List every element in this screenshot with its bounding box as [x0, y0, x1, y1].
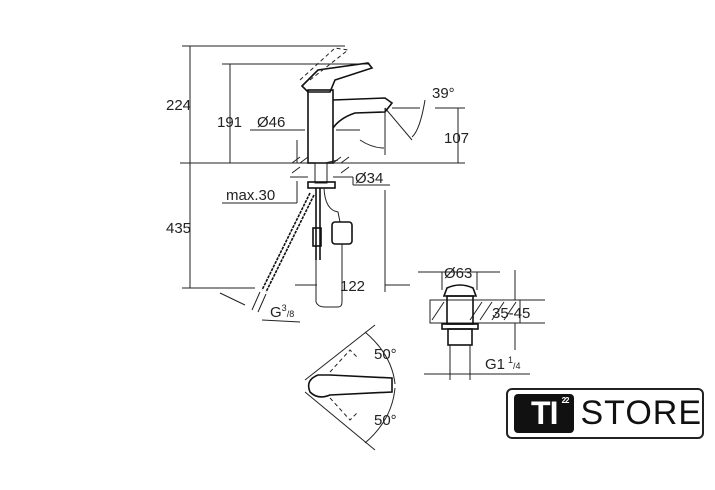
dim-reach: 122	[340, 278, 365, 295]
logo-store-text: STORE	[580, 394, 702, 432]
faucet-side-view	[251, 47, 394, 313]
logo-brand: TI	[531, 395, 558, 431]
dim-waste-diameter: Ø63	[444, 265, 472, 282]
dim-below-depth: 435	[166, 220, 191, 237]
dimension-lines	[180, 45, 545, 375]
dim-shank-diameter: Ø34	[355, 170, 383, 187]
dim-spout-angle: 39°	[432, 85, 455, 102]
dim-waste-thickness: 35-45	[492, 305, 530, 322]
logo-mark: TI 22	[514, 394, 575, 433]
dim-lever-angle-top: 50°	[374, 346, 397, 363]
dim-spout-height: 191	[217, 114, 242, 131]
dim-spout-clearance: 107	[444, 130, 469, 147]
dim-lever-angle-bottom: 50°	[374, 412, 397, 429]
dim-hose-thread: G3/8	[270, 303, 294, 321]
dim-max-thickness: max.30	[226, 187, 275, 204]
dim-body-diameter: Ø46	[257, 114, 285, 131]
logo-superscript: 22	[561, 396, 570, 405]
faucet-top-view	[304, 324, 396, 451]
dim-total-height: 224	[166, 97, 191, 114]
pop-up-waste	[429, 284, 521, 380]
ti22-store-logo: TI 22 STORE	[506, 388, 704, 439]
